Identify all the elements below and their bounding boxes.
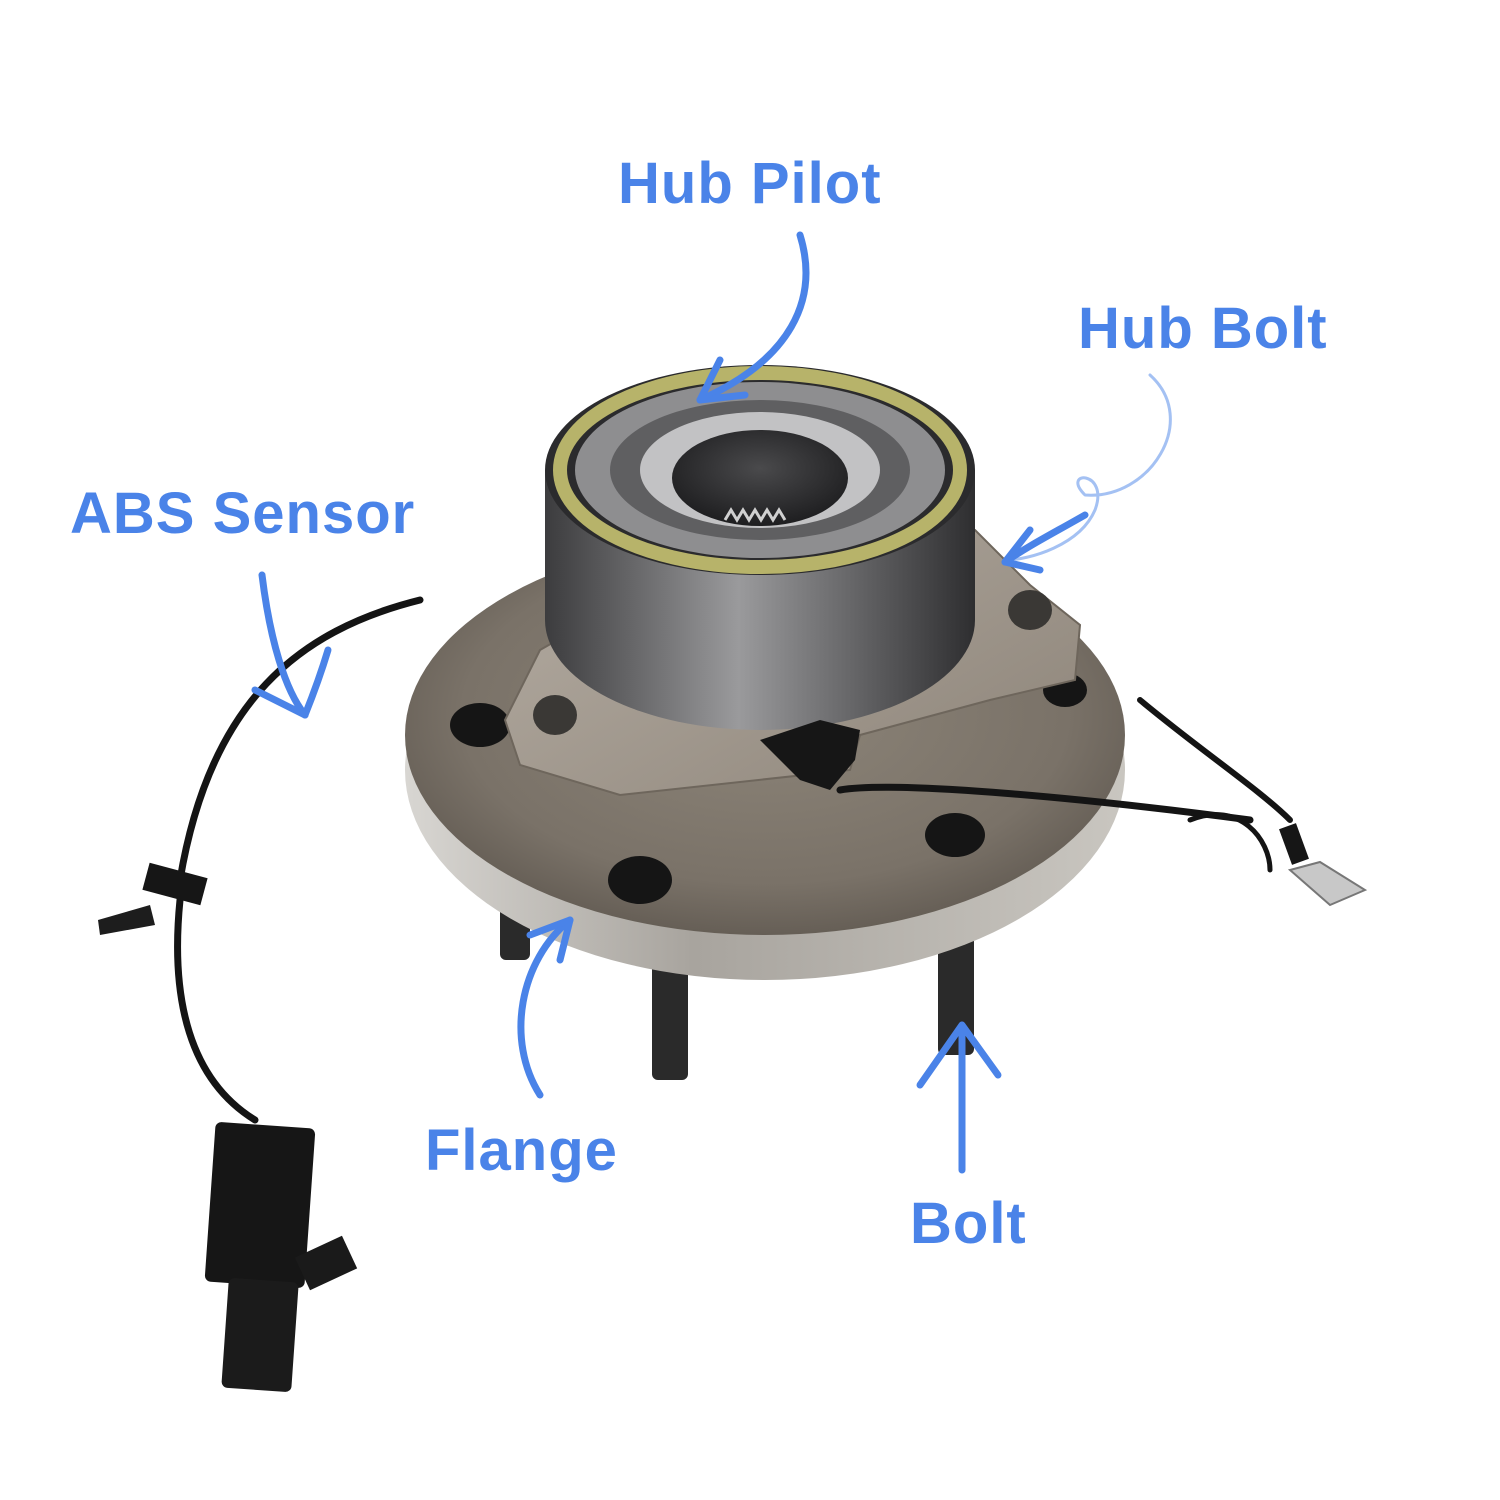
- label-hub-pilot: Hub Pilot: [618, 151, 882, 216]
- terminal-lug: [1287, 860, 1368, 907]
- abs-sensor-body: [760, 720, 860, 790]
- abs-sensor-cable: [174, 596, 1293, 1124]
- hub-bore: [672, 430, 848, 526]
- callout-arrows: [251, 231, 1172, 1174]
- label-bolt: Bolt: [910, 1191, 1027, 1256]
- hub-pilot-arrow: [696, 231, 810, 404]
- flange-arrow: [517, 916, 574, 1099]
- abs-sensor-arrow: [258, 571, 309, 719]
- cable-clip: [98, 862, 208, 935]
- label-hub-bolt: Hub Bolt: [1078, 296, 1328, 361]
- abs-connector: [204, 1122, 358, 1392]
- label-flange: Flange: [425, 1118, 618, 1183]
- label-abs-sensor: ABS Sensor: [70, 481, 416, 546]
- hub-bolt-arrow: [1003, 373, 1172, 562]
